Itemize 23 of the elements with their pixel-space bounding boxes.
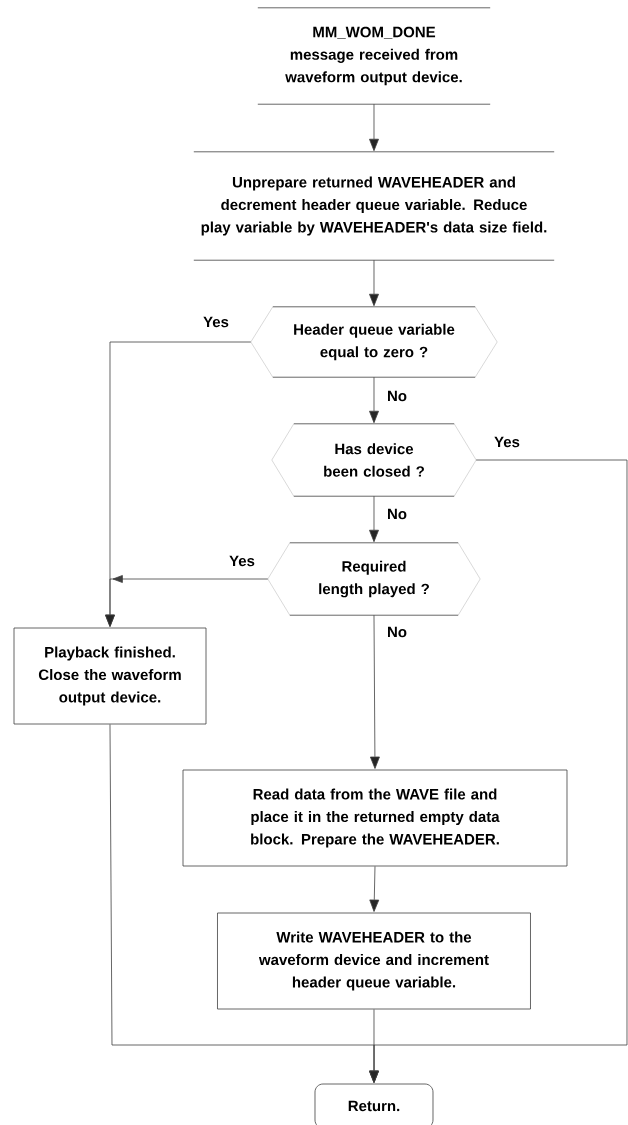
arrow <box>370 614 380 769</box>
process-box: Playback finished. Close the waveform output device. <box>13 627 207 725</box>
edge-label: No <box>386 625 408 639</box>
edge-label: Yes <box>202 315 230 329</box>
arrow <box>369 259 379 307</box>
message-box: MM_WOM_DONE message received from waveform output device. <box>257 7 491 105</box>
arrow <box>369 103 379 152</box>
decision-hexagon: Header queue variable equal to zero ? <box>250 306 498 378</box>
arrow <box>109 724 379 1083</box>
arrow <box>369 495 379 543</box>
decision-hexagon: Has device been closed ? <box>271 423 477 497</box>
arrow <box>105 575 269 627</box>
process-box: Read data from the WAVE file and place it in the returned empty data block. Prepare the WAVEHEADER. <box>182 769 568 867</box>
edge-label: No <box>386 507 408 521</box>
edge-label: No <box>386 389 408 403</box>
edge-label: Yes <box>493 435 521 449</box>
arrow <box>369 866 380 912</box>
decision-hexagon: Required length played ? <box>267 542 481 616</box>
edge-label: Yes <box>228 554 256 568</box>
arrow <box>369 376 379 424</box>
terminal-box: Return. <box>314 1083 434 1125</box>
process-box: Write WAVEHEADER to the waveform device and increment header queue variable. <box>217 912 531 1010</box>
process-box: Unprepare returned WAVEHEADER and decrement header queue variable. Reduce play variable by WAVEHEADER's data size field. <box>193 151 555 261</box>
